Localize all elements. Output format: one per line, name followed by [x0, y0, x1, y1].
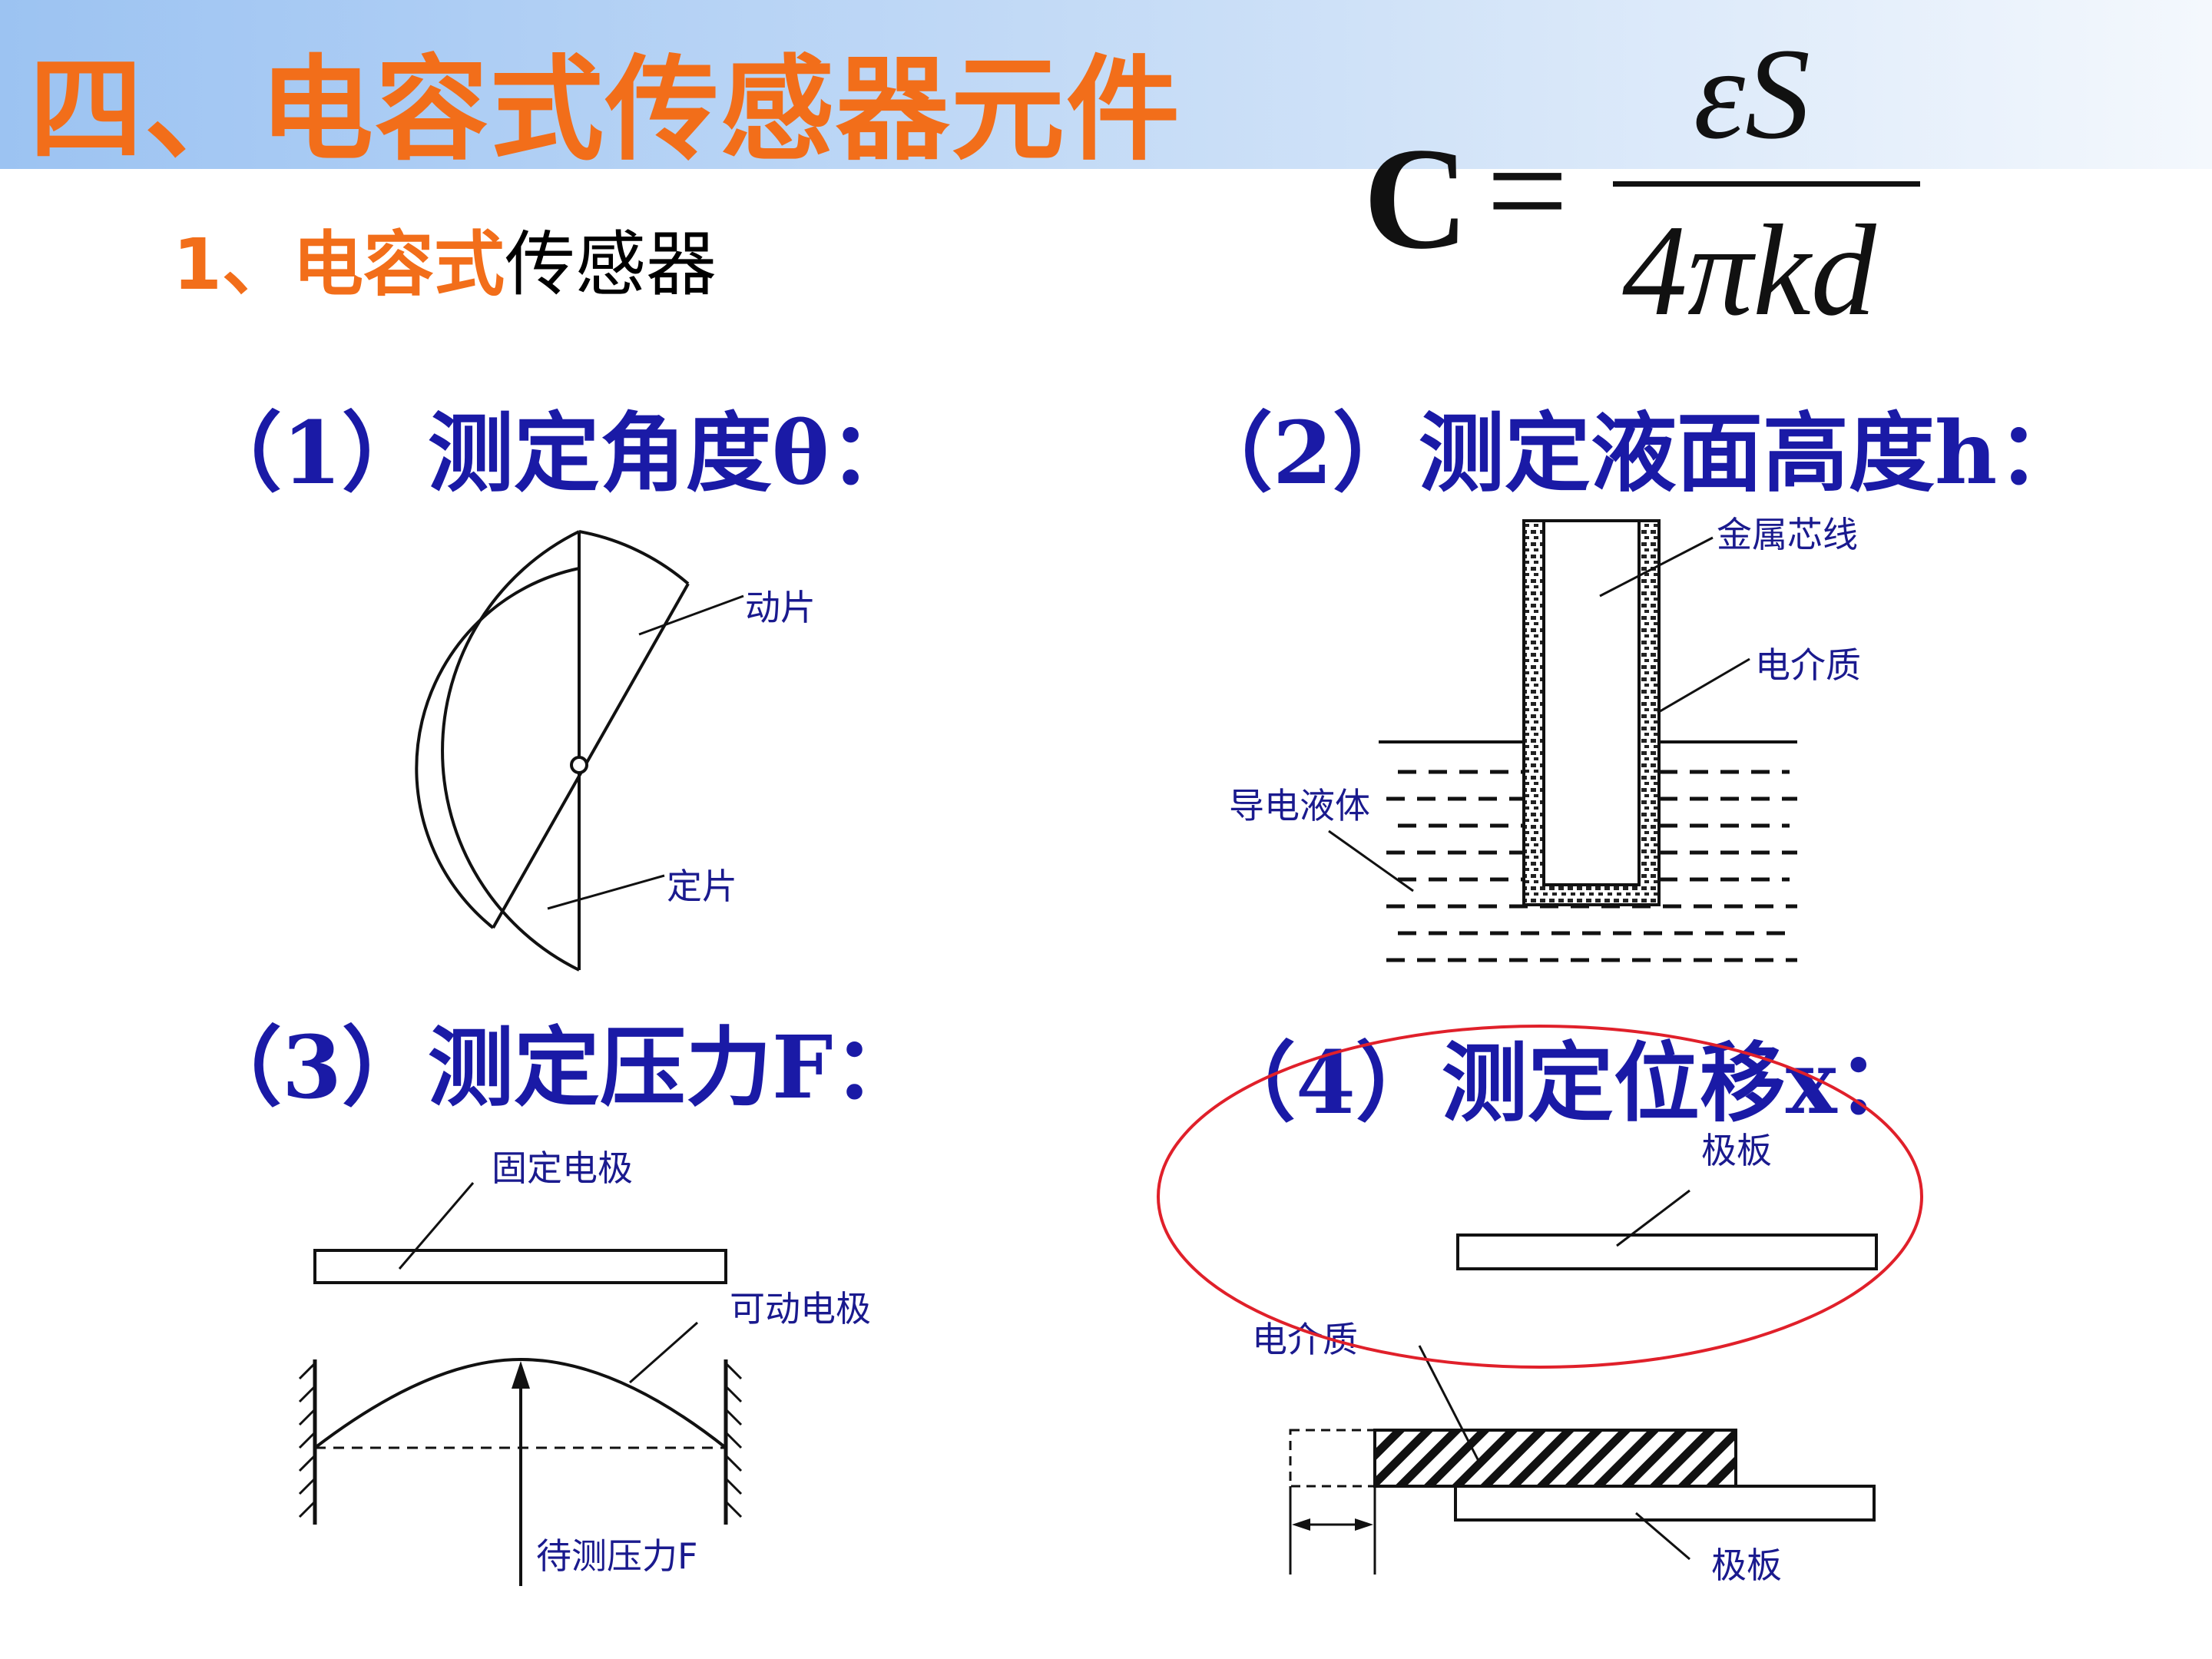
label-dielectric-1: 电介质	[1755, 644, 1861, 686]
dielectric-leader	[1657, 657, 1750, 714]
angle-sensor-diagram	[415, 530, 744, 972]
movable-electrode-leader	[629, 1321, 698, 1384]
core-leader	[1599, 536, 1714, 598]
pressure-sensor-diagram	[298, 1182, 743, 1586]
heading-liquid-level: （2）测定液面高度h：	[1187, 403, 2084, 504]
fixed-electrode-leader	[398, 1182, 475, 1270]
formula-denominator: 4πkd	[1622, 198, 1876, 343]
formula-numerator: εS	[1694, 22, 1810, 166]
fixed-plate-outer-arc	[441, 530, 580, 972]
label-measured-force: 待测压力F	[536, 1535, 698, 1577]
dielectric-original-position	[1289, 1429, 1376, 1488]
formula-lhs: C	[1363, 118, 1469, 280]
formula-equals: =	[1486, 111, 1569, 272]
highlight-ellipse	[1157, 1025, 1923, 1369]
label-moving-plate: 动片	[745, 587, 816, 628]
slide-title: 四、电容式传感器元件	[29, 44, 1181, 176]
label-metal-core: 金属芯线	[1717, 514, 1858, 555]
dimension-arrowhead-right	[1355, 1518, 1373, 1531]
movable-electrode	[313, 1357, 727, 1449]
fraction-bar	[1613, 181, 1920, 187]
force-arrowhead	[512, 1361, 530, 1389]
top-plate	[1456, 1233, 1878, 1270]
metal-core	[1542, 519, 1641, 886]
bottom-plate-leader	[1635, 1512, 1690, 1561]
moving-plate-top-arc	[578, 530, 690, 585]
subtitle-suffix: 传感器	[505, 224, 717, 306]
displacement-sensor-diagram	[1289, 1189, 1878, 1575]
liquid-leader	[1328, 830, 1414, 892]
heading-pressure: （3）测定压力F：	[196, 1018, 919, 1118]
title-banner	[0, 0, 2212, 169]
liquid-dashes	[1386, 770, 1797, 962]
moving-leader	[638, 594, 744, 636]
dimension-arrowhead-left	[1292, 1518, 1310, 1531]
fixed-electrode	[313, 1249, 727, 1284]
heading-angle: （1）测定角度θ：	[196, 403, 916, 504]
dielectric-leader	[1418, 1345, 1480, 1462]
fixed-leader	[547, 874, 665, 910]
liquid-level-diagram	[1328, 519, 1797, 962]
left-wall-hatch	[298, 1362, 316, 1518]
moving-plate-edge	[492, 583, 690, 929]
label-fixed-electrode: 固定电极	[492, 1147, 633, 1189]
pivot-point	[570, 756, 588, 774]
label-dielectric-2: 电介质	[1252, 1319, 1358, 1360]
fixed-plate-inner-arc	[415, 567, 580, 929]
label-fixed-plate: 定片	[667, 866, 737, 907]
label-conductive-liquid: 导电液体	[1229, 785, 1370, 826]
slide-subtitle: 1、电容式传感器	[173, 207, 717, 310]
subtitle-prefix: 1、电容式	[173, 224, 505, 306]
label-movable-electrode: 可动电极	[730, 1288, 871, 1330]
bottom-plate	[1454, 1485, 1876, 1522]
label-top-plate: 极板	[1701, 1130, 1772, 1171]
top-plate-leader	[1616, 1189, 1690, 1247]
heading-displacement: （4）测定位移x：	[1210, 1033, 1923, 1134]
dielectric-slab	[1373, 1429, 1737, 1488]
right-wall-hatch	[724, 1362, 743, 1518]
label-bottom-plate: 极板	[1711, 1545, 1782, 1586]
